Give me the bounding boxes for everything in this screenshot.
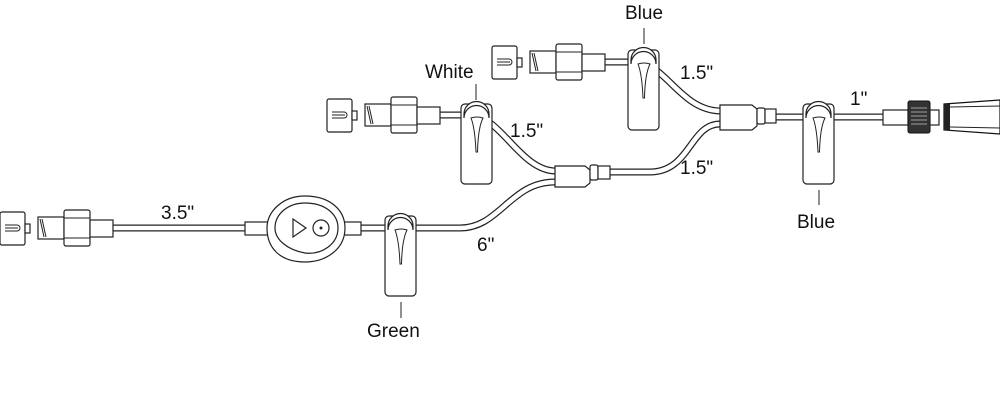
female-luer-connector-main (0, 209, 114, 247)
y-connector-lower (554, 164, 611, 188)
slide-clamp-blue-right[interactable] (802, 100, 835, 185)
tubing (112, 58, 885, 232)
y-connector-upper (719, 104, 777, 131)
end-cap (943, 99, 1000, 135)
length-lower: 6" (477, 235, 495, 256)
arrow-icon (292, 217, 308, 239)
label-green: Green (367, 321, 420, 342)
length-blue-branch: 1.5" (680, 63, 714, 84)
length-white-branch: 1.5" (510, 121, 544, 142)
length-main: 3.5" (161, 203, 195, 224)
slide-clamp-blue-top[interactable] (627, 46, 660, 131)
slide-clamp-white[interactable] (460, 100, 493, 185)
length-end: 1" (850, 89, 868, 110)
female-luer-connector-white (326, 96, 441, 134)
label-white: White (425, 62, 474, 83)
female-luer-connector-blue (491, 43, 606, 81)
male-luer-lock-end (882, 100, 940, 134)
label-blue-right: Blue (797, 212, 836, 233)
slide-clamp-green[interactable] (384, 212, 417, 297)
check-valve (244, 195, 362, 263)
length-middle: 1.5" (680, 158, 714, 179)
label-blue-top: Blue (625, 3, 664, 24)
